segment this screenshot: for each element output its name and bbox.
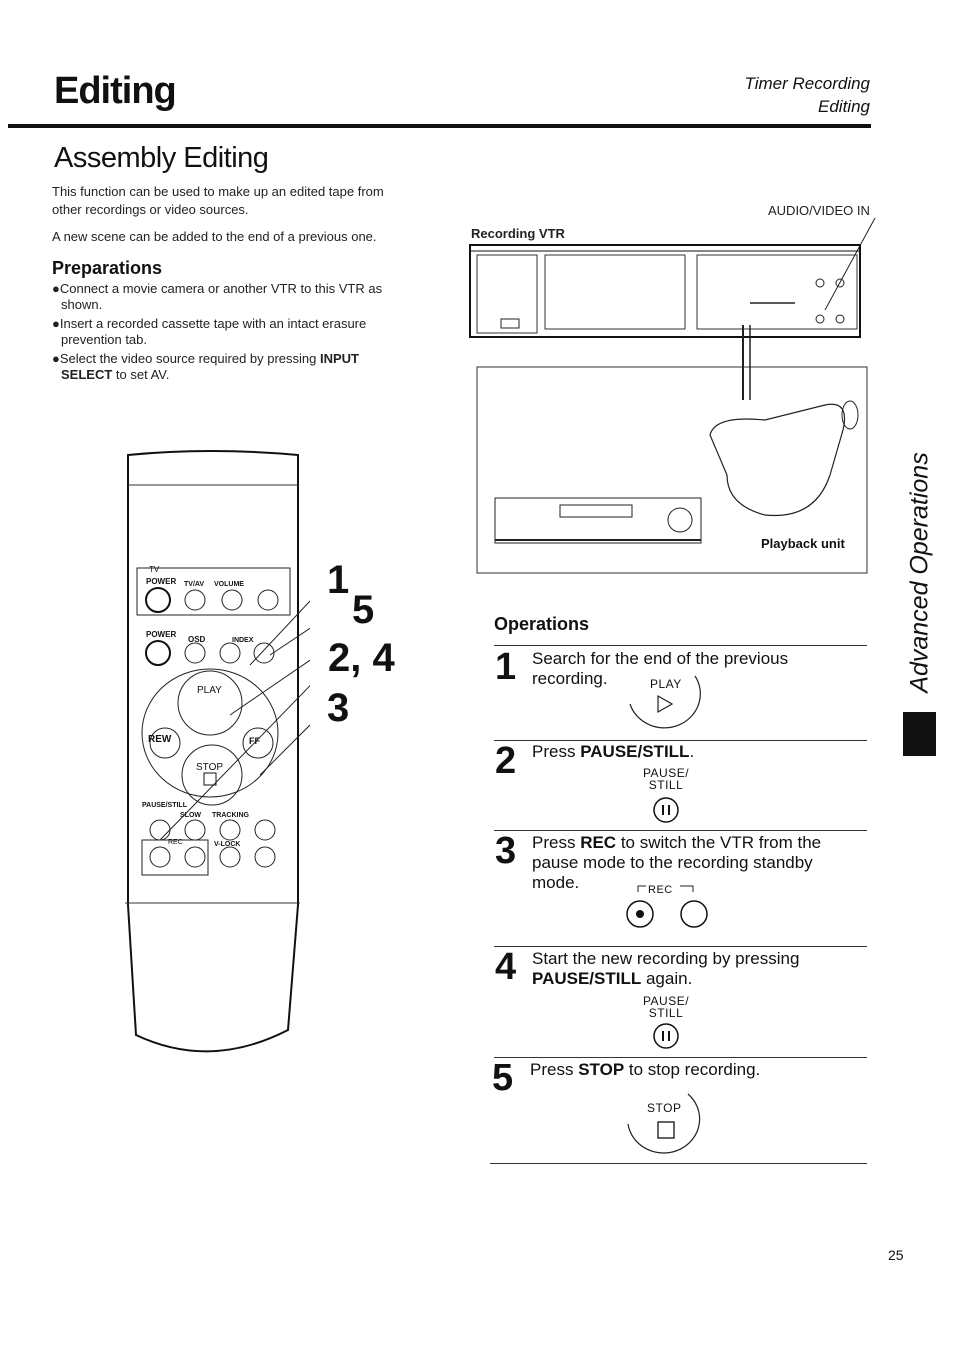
callout-1: 1: [327, 558, 350, 602]
prep-bullet-1b: shown.: [61, 297, 103, 312]
step-4-pause-label-2: STILL: [648, 1006, 684, 1020]
stop-button-icon: [627, 1093, 701, 1154]
step-5-number: 5: [492, 1057, 514, 1099]
step-5-stop-label: STOP: [647, 1101, 682, 1115]
step-3-text-2: pause mode to the recording standby: [532, 853, 813, 872]
page-number: 25: [888, 1247, 904, 1263]
remote-slow-label: SLOW: [180, 812, 201, 819]
section-title: Assembly Editing: [54, 142, 269, 174]
pause-still-icon: [653, 797, 679, 823]
remote-tvav-label: TV/AV: [184, 581, 205, 588]
step-5-text: Press STOP to stop recording.: [530, 1060, 761, 1079]
side-tab: Advanced Operations: [895, 448, 945, 728]
remote-volume-label: VOLUME: [214, 581, 244, 588]
prep-bullet-3b: SELECT to set AV.: [61, 367, 170, 382]
step-2-text: Press PAUSE/STILL.: [532, 742, 695, 761]
intro-line-1: This function can be used to make up an …: [52, 184, 384, 199]
step-1-play-label: PLAY: [650, 677, 682, 691]
step-2-rule: [494, 740, 867, 741]
step-1-rule: [494, 645, 867, 646]
rec-button-icon: [626, 885, 708, 928]
play-button-icon: [629, 675, 701, 729]
remote-power-label: POWER: [146, 577, 177, 586]
remote-control-illustration: [125, 450, 310, 1053]
remote-rew-label: REW: [148, 734, 172, 745]
step-4-rule: [494, 946, 867, 947]
step-2-number: 2: [495, 740, 517, 782]
callout-2-4: 2, 4: [328, 636, 395, 680]
header-crumb-timer-recording: Timer Recording: [744, 74, 871, 93]
step-1-number: 1: [495, 646, 517, 688]
step-3-number: 3: [495, 830, 517, 872]
callout-3: 3: [327, 686, 350, 730]
prep-bullet-3a: ●Select the video source required by pre…: [52, 351, 359, 366]
side-tab-label: Advanced Operations: [905, 452, 934, 693]
remote-osd-label: OSD: [188, 635, 206, 644]
audio-video-in-label: AUDIO/VIDEO IN: [768, 203, 870, 218]
preparations-title: Preparations: [52, 258, 163, 278]
operations-end-rule: [490, 1163, 867, 1164]
playback-unit-label: Playback unit: [761, 536, 845, 551]
prep-bullet-2a: ●Insert a recorded cassette tape with an…: [52, 316, 367, 331]
remote-rec-label: REC: [168, 839, 183, 846]
remote-ff-label: FF: [249, 736, 260, 746]
step-3-rec-label: REC: [648, 884, 673, 896]
operations-title: Operations: [494, 614, 590, 634]
connection-diagram: [469, 217, 876, 574]
remote-index-label: INDEX: [232, 637, 254, 644]
remote-tv-label: TV: [149, 565, 160, 574]
recording-vtr-label: Recording VTR: [471, 226, 565, 241]
step-4-text-2: PAUSE/STILL again.: [532, 969, 693, 988]
step-4-number: 4: [495, 946, 517, 988]
intro-line-2: other recordings or video sources.: [52, 202, 249, 217]
prep-bullet-1a: ●Connect a movie camera or another VTR t…: [52, 281, 383, 296]
header-rule: [8, 124, 871, 128]
step-5-rule: [494, 1057, 867, 1058]
remote-play-label: PLAY: [197, 685, 222, 696]
step-1-text-1: Search for the end of the previous: [532, 649, 789, 668]
prep-bullet-2b: prevention tab.: [61, 332, 148, 347]
step-3-text-3: mode.: [532, 873, 580, 892]
step-3-text-1: Press REC to switch the VTR from the: [532, 833, 822, 852]
side-tab-marker: [903, 712, 936, 756]
remote-pause-still-label: PAUSE/STILL: [142, 802, 187, 809]
remote-vlock-label: V-LOCK: [214, 841, 241, 848]
remote-stop-label: STOP: [196, 762, 224, 773]
step-2-pause-label-2: STILL: [648, 778, 684, 792]
intro-line-3: A new scene can be added to the end of a…: [52, 229, 377, 244]
step-4-pause-label-1: PAUSE/: [642, 994, 690, 1008]
step-1-text-2: recording.: [532, 669, 608, 688]
step-3-rule: [494, 830, 867, 831]
step-2-pause-label-1: PAUSE/: [642, 766, 690, 780]
remote-tracking-label: TRACKING: [212, 812, 249, 819]
header-crumb-editing: Editing: [818, 97, 870, 116]
page-title: Editing: [54, 70, 177, 112]
pause-still-icon: [653, 1023, 679, 1049]
callout-5: 5: [352, 588, 375, 632]
step-4-text-1: Start the new recording by pressing: [532, 949, 800, 968]
remote-power2-label: POWER: [146, 630, 177, 639]
